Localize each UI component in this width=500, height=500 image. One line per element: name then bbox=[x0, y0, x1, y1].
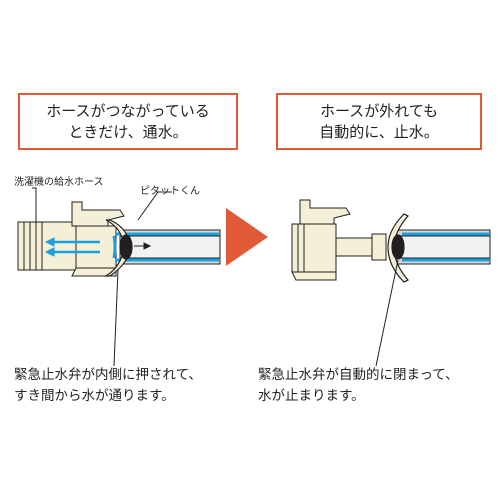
hose-label-leader bbox=[32, 187, 37, 235]
left-caption-line-1: 緊急止水弁が内側に押されて、 bbox=[14, 367, 202, 383]
left-heading-line-2: ときだけ、通水。 bbox=[68, 122, 188, 141]
push-arrow bbox=[134, 242, 152, 250]
right-heading-box: ホースが外れても 自動的に、止水。 bbox=[276, 93, 482, 150]
water-channel bbox=[402, 232, 490, 262]
adapter-body bbox=[71, 201, 125, 277]
right-caption: 緊急止水弁が自動的に閉まって、 水が止まります。 bbox=[258, 365, 459, 407]
emergency-valve bbox=[387, 213, 409, 283]
nozzle bbox=[335, 233, 387, 261]
right-heading-line-1: ホースが外れても bbox=[319, 101, 439, 120]
water-flow bbox=[112, 232, 220, 262]
connected-diagram bbox=[17, 187, 221, 367]
label-washing-machine-hose: 洗濯機の給水ホース bbox=[14, 177, 104, 188]
left-caption-leader bbox=[113, 269, 119, 367]
faucet-fitting bbox=[291, 199, 351, 281]
hose bbox=[119, 229, 221, 265]
flow-arrows bbox=[44, 237, 100, 257]
emergency-valve bbox=[103, 219, 133, 277]
right-caption-leader bbox=[375, 259, 399, 367]
right-caption-line-1: 緊急止水弁が自動的に閉まって、 bbox=[258, 367, 459, 383]
faucet-fitting bbox=[17, 221, 81, 271]
right-caption-line-2: 水が止まります。 bbox=[258, 388, 365, 404]
right-heading-line-2: 自動的に、止水。 bbox=[319, 122, 439, 141]
hose bbox=[395, 229, 491, 265]
left-heading-line-1: ホースがつながっている bbox=[46, 101, 210, 120]
disconnected-diagram bbox=[291, 199, 491, 367]
product-label-leader bbox=[137, 191, 172, 221]
left-caption-line-2: すき間から水が通ります。 bbox=[14, 388, 175, 404]
transition-arrow bbox=[226, 208, 268, 266]
left-caption: 緊急止水弁が内側に押されて、 すき間から水が通ります。 bbox=[14, 365, 202, 407]
left-heading-box: ホースがつながっている ときだけ、通水。 bbox=[18, 93, 238, 150]
